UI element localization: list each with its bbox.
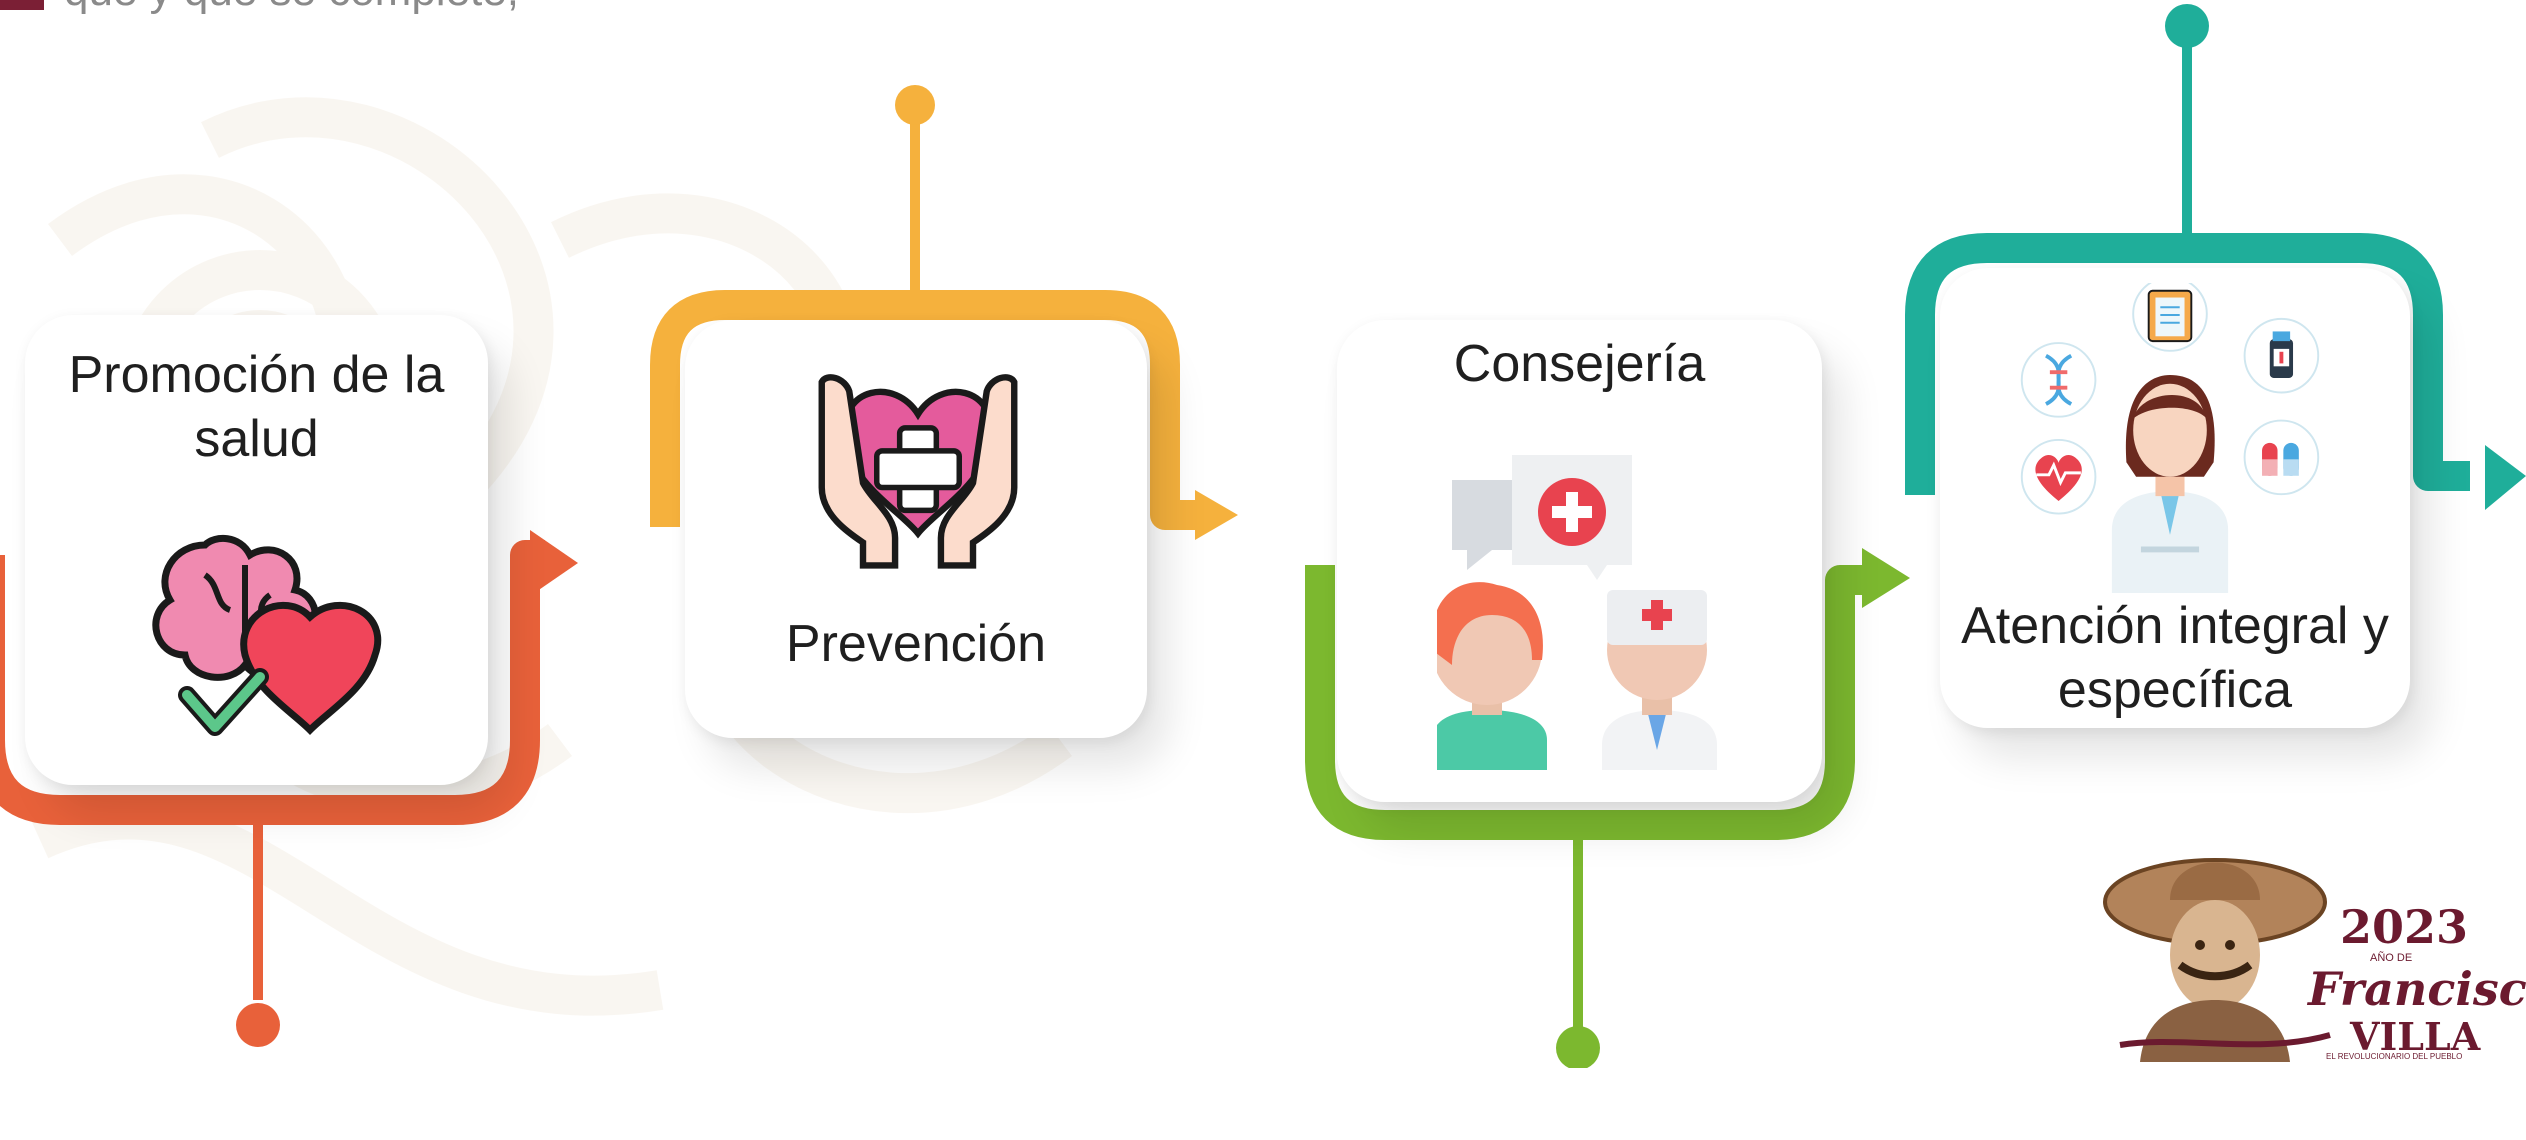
- step-card-1: Promoción de la salud: [25, 315, 488, 785]
- step-label-1: Promoción de la salud: [68, 346, 445, 468]
- header-bullet: [0, 0, 44, 11]
- logo-year: 2023: [2340, 900, 2469, 954]
- step-card-2: Prevención: [685, 320, 1147, 738]
- connector-step-3: [1305, 565, 1875, 1040]
- step-card-4: Atención integral y específica: [1940, 268, 2410, 728]
- logo-tagline: EL REVOLUCIONARIO DEL PUEBLO: [2326, 1052, 2463, 1061]
- step-label-3: Consejería: [1453, 335, 1706, 393]
- connector-step-2: [650, 118, 1205, 530]
- patient-doctor-chat-icon: [1437, 455, 1717, 770]
- logo-name-2: VILLA: [2350, 1014, 2481, 1059]
- patient-hair: [1437, 582, 1543, 665]
- logo-name: Francisco: [2308, 962, 2526, 1016]
- clipboard-icon: [2132, 283, 2208, 352]
- step-label-4: Atención integral y específica: [1961, 597, 2389, 719]
- node-step-3: [1556, 1026, 1600, 1068]
- patient-shirt: [1437, 710, 1547, 770]
- connector-step-4: [1905, 40, 2470, 495]
- pills-icon: [2243, 419, 2320, 496]
- step-card-3: Consejería: [1337, 320, 1822, 802]
- node-step-2: [895, 85, 935, 125]
- process-connectors: [0, 4, 2526, 1068]
- arrow-step-2: [1195, 490, 1238, 540]
- node-step-4: [2165, 4, 2209, 48]
- header-text: que y que se complete,: [0, 0, 519, 16]
- dna-icon: [2020, 342, 2097, 418]
- doctor-figure: [2111, 375, 2229, 593]
- brain-heart-check-icon: [152, 534, 381, 736]
- arrow-step-3: [1862, 548, 1910, 608]
- step-label-2: Prevención: [785, 615, 1047, 673]
- hands-heart-cross-icon: [818, 374, 1018, 569]
- connector-step-1: [0, 540, 545, 1000]
- villa-portrait-seal: [2103, 858, 2331, 1062]
- heart-rate-icon: [2020, 438, 2097, 515]
- node-step-1: [236, 1003, 280, 1047]
- arrow-step-1: [530, 530, 578, 596]
- arrow-step-4: [2485, 445, 2526, 510]
- medicine-bottle-icon: [2243, 317, 2320, 394]
- doctor-medical-icons: [2020, 283, 2320, 593]
- logo-year-sub: AÑO DE: [2370, 952, 2413, 964]
- francisco-villa-2023-logo: 2023 AÑO DE Francisco VILLA EL REVOLUCIO…: [2100, 840, 2526, 1062]
